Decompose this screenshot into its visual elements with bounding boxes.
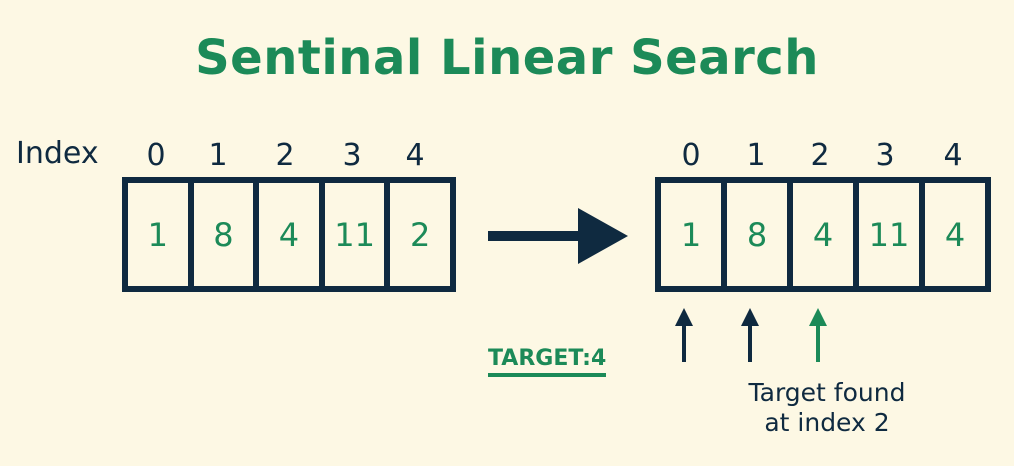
left-index-2: 2 [275, 138, 295, 173]
array-cell-4: 2 [409, 215, 431, 254]
pointer-arrow-index-1-icon [741, 308, 759, 362]
pointer-arrow-index-0-icon [675, 308, 693, 362]
sentinel-cell-0: 1 [661, 183, 727, 286]
right-index-1: 1 [746, 138, 766, 173]
sentinel-cell-2: 4 [793, 183, 859, 286]
result-text: Target found at index 2 [722, 378, 932, 438]
right-index-2: 2 [810, 138, 830, 173]
left-index-3: 3 [342, 138, 362, 173]
right-index-3: 3 [875, 138, 895, 173]
left-index-0: 0 [146, 138, 166, 173]
diagram-title: Sentinal Linear Search [195, 30, 819, 86]
array-cell-0: 1 [128, 183, 194, 286]
result-line-2: at index 2 [764, 408, 890, 437]
pointer-arrow-found-icon [809, 308, 827, 362]
sentinel-cell-1: 8 [727, 183, 793, 286]
index-label: Index [16, 136, 99, 171]
left-index-4: 4 [405, 138, 425, 173]
transform-arrow-icon [488, 208, 628, 264]
array-cell-2: 4 [259, 183, 325, 286]
result-line-1: Target found [748, 378, 906, 407]
sentinel-cell-3: 11 [859, 183, 925, 286]
array-cell-1: 8 [194, 183, 260, 286]
left-index-1: 1 [208, 138, 228, 173]
target-label: TARGET:4 [488, 346, 607, 377]
sentinel-cell-4: 4 [944, 215, 966, 254]
sentinel-array: 1 8 4 11 4 [655, 177, 991, 292]
array-cell-3: 11 [325, 183, 391, 286]
right-index-0: 0 [681, 138, 701, 173]
original-array: 1 8 4 11 2 [122, 177, 456, 292]
right-index-4: 4 [943, 138, 963, 173]
